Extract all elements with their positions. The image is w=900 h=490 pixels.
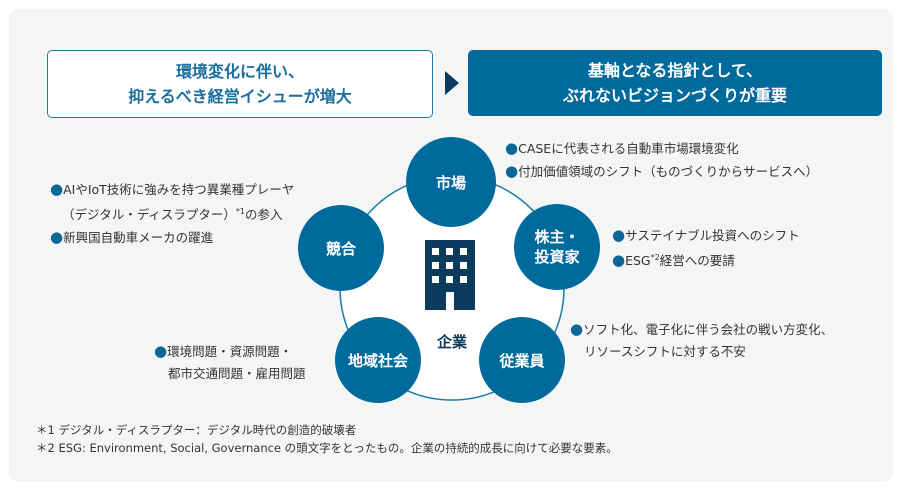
employee-notes: ●ソフト化、電子化に伴う会社の戦い方変化、 リソースシフトに対する不安 [570,320,834,359]
node-community [335,317,421,403]
note-text: （デジタル・ディスラプター） [62,207,236,223]
issue-box: 環境変化に伴い、抑えるべき経営イシューが増大 [47,50,433,118]
node-shareholders [514,204,600,290]
node-market [406,137,496,227]
company-label: 企業 [436,333,468,351]
node-community-label: 地域社会 [348,352,408,370]
note-text: の参入 [244,207,283,223]
footnote-ref: *2 [650,253,660,262]
footnote-2: ＊2 ESG: Environment, Social, Governance … [36,441,618,455]
building-icon [425,240,475,310]
arrow-right-icon [445,71,459,95]
footnote-ref: *1 [235,207,245,216]
note-text: CASEに代表される自動車市場環境変化 [518,141,739,156]
note-text: AIやIoT技術に強みを持つ異業種プレーヤ [63,182,295,197]
note-text: リソースシフトに対する不安 [584,344,746,359]
vision-line-2: ぶれないビジョンづくりが重要 [562,86,787,105]
node-market-label: 市場 [436,174,466,192]
note-text: ESG [625,253,651,269]
vision-box: 基軸となる指針として、ぶれないビジョンづくりが重要 [468,50,882,116]
issue-line-1: 環境変化に伴い、 [175,62,304,81]
node-competition [298,205,384,291]
node-employees [479,317,565,403]
node-shareholders-label-1: 株主・ [534,228,579,246]
note-text: サステイナブル投資へのシフト [625,228,800,243]
competition-notes: ●AIやIoT技術に強みを持つ異業種プレーヤ （デジタル・ディスラプター）*1の… [50,180,295,247]
footnote-1: ＊1 デジタル・ディスラプター：デジタル時代の創造的破壊者 [36,423,357,437]
note-text: 環境問題・資源問題・ [167,344,293,359]
note-text: 付加価値領域のシフト（ものづくりからサービスへ） [518,164,819,179]
node-employees-label: 従業員 [498,352,544,370]
market-notes: ●CASEに代表される自動車市場環境変化 ●付加価値領域のシフト（ものづくりから… [505,139,819,180]
note-text: 都市交通問題・雇用問題 [168,366,306,381]
note-text: 新興国自動車メーカの躍進 [63,230,214,246]
node-shareholders-label-2: 投資家 [534,248,579,266]
shareholder-notes: ●サステイナブル投資へのシフト ●ESG*2経営への要請 [612,226,800,270]
community-notes: ●環境問題・資源問題・ 都市交通問題・雇用問題 [154,342,306,381]
node-competition-label: 競合 [326,240,357,258]
vision-line-1: 基軸となる指針として、 [587,61,763,80]
note-text: ソフト化、電子化に伴う会社の戦い方変化、 [583,322,834,337]
note-text: 経営への要請 [659,253,735,269]
issue-line-2: 抑えるべき経営イシューが増大 [128,87,352,106]
